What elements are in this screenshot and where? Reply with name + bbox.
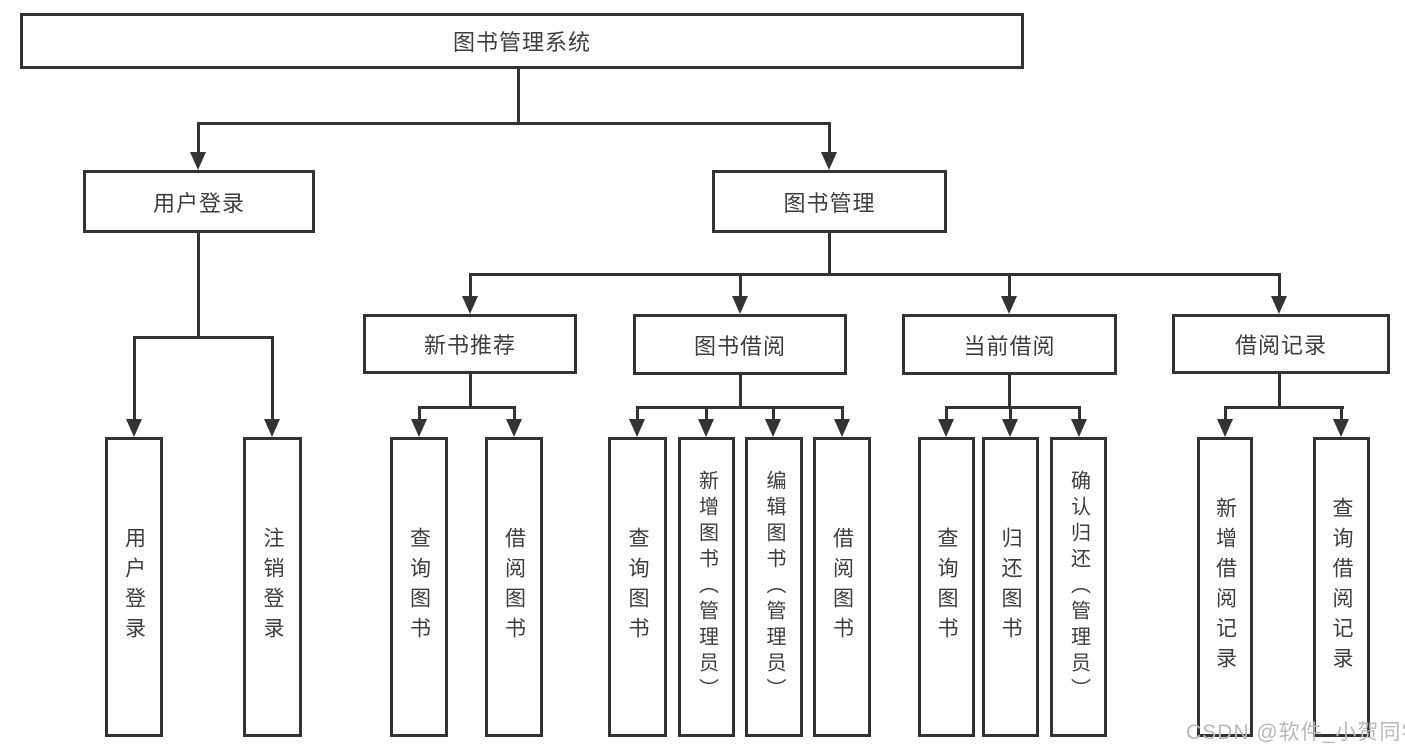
leaf-bb-query-books: 查询图书: [608, 437, 667, 737]
node-borrow-record: 借阅记录: [1172, 314, 1390, 374]
connector-stem: [197, 122, 200, 155]
arrowhead-down: [765, 419, 781, 437]
connector-stem: [705, 406, 708, 421]
leaf-cb-query-books: 查询图书: [918, 437, 975, 737]
leaf-nbr-query-books-label: 查询图书: [407, 527, 431, 647]
connector-book-mgmt-trunk: [828, 233, 831, 276]
leaf-bb-query-books-label: 查询图书: [626, 527, 650, 647]
leaf-cb-return-books: 归还图书: [982, 437, 1039, 737]
leaf-bb-edit-books-admin-label: 编辑图书（管理员）: [763, 470, 785, 704]
arrowhead-down: [264, 419, 280, 437]
arrowhead-down: [1333, 419, 1349, 437]
connector-stem: [133, 336, 136, 421]
connector-bb-bar: [636, 406, 844, 409]
arrowhead-down: [1217, 419, 1233, 437]
connector-stem: [636, 406, 639, 421]
node-book-borrow-label: 图书借阅: [693, 333, 786, 359]
arrowhead-down: [938, 419, 954, 437]
leaf-br-query-record-label: 查询借阅记录: [1330, 497, 1354, 677]
connector-user-login-trunk: [197, 233, 200, 339]
node-user-login: 用户登录: [83, 170, 315, 233]
leaf-br-add-record: 新增借阅记录: [1197, 437, 1253, 737]
node-current-borrow-label: 当前借阅: [963, 333, 1056, 359]
leaf-bb-borrow-books-label: 借阅图书: [830, 527, 854, 647]
node-book-borrow: 图书借阅: [633, 314, 847, 375]
connector-level2-bar: [197, 122, 831, 125]
connector-stem: [945, 406, 948, 421]
connector-stem: [772, 406, 775, 421]
leaf-bb-edit-books-admin: 编辑图书（管理员）: [745, 437, 803, 737]
connector-stem: [1078, 406, 1081, 421]
connector-nbr-bar: [418, 406, 516, 409]
arrowhead-down: [1071, 419, 1087, 437]
arrowhead-down: [411, 419, 427, 437]
leaf-bb-add-books-admin-label: 新增图书（管理员）: [695, 470, 718, 704]
node-borrow-record-label: 借阅记录: [1234, 333, 1327, 358]
leaf-cb-return-books-label: 归还图书: [999, 527, 1023, 647]
connector-br-bar: [1224, 406, 1344, 409]
leaf-nbr-query-books: 查询图书: [390, 437, 448, 737]
arrowhead-down: [629, 419, 645, 437]
connector-stem: [469, 273, 472, 299]
connector-nbr-trunk: [469, 374, 472, 407]
node-new-book-recommend: 新书推荐: [363, 314, 577, 374]
connector-stem: [739, 273, 742, 299]
leaf-logout-login-label: 注销登录: [261, 527, 285, 647]
connector-stem: [418, 406, 421, 421]
arrowhead-down: [834, 419, 850, 437]
connector-stem: [513, 406, 516, 421]
connector-stem: [1224, 406, 1227, 421]
arrowhead-down: [190, 152, 206, 170]
connector-stem: [841, 406, 844, 421]
node-book-management: 图书管理: [712, 170, 947, 233]
leaf-br-query-record: 查询借阅记录: [1313, 437, 1370, 737]
connector-level3-bar: [469, 273, 1281, 276]
node-root-label: 图书管理系统: [452, 30, 591, 55]
leaf-cb-confirm-return-admin-label: 确认归还（管理员）: [1067, 470, 1090, 704]
leaf-bb-borrow-books: 借阅图书: [813, 437, 871, 737]
connector-bb-trunk: [739, 375, 742, 408]
arrowhead-down: [126, 419, 142, 437]
arrowhead-down: [732, 296, 748, 314]
connector-stem: [1340, 406, 1343, 421]
leaf-logout-login: 注销登录: [243, 437, 302, 737]
connector-root-trunk: [517, 69, 520, 123]
node-book-management-label: 图书管理: [783, 190, 876, 216]
node-root: 图书管理系统: [20, 13, 1024, 69]
leaf-user-login: 用户登录: [105, 437, 163, 737]
arrowhead-down: [1001, 296, 1017, 314]
arrowhead-down: [1271, 296, 1287, 314]
arrowhead-down: [506, 419, 522, 437]
connector-stem: [1009, 406, 1012, 421]
node-user-login-label: 用户登录: [152, 190, 245, 216]
node-new-book-recommend-label: 新书推荐: [423, 333, 516, 358]
leaf-nbr-borrow-books-label: 借阅图书: [502, 527, 526, 647]
connector-br-trunk: [1278, 374, 1281, 407]
connector-stem: [1278, 273, 1281, 299]
leaf-cb-query-books-label: 查询图书: [935, 527, 959, 647]
arrowhead-down: [1002, 419, 1018, 437]
leaf-cb-confirm-return-admin: 确认归还（管理员）: [1050, 437, 1107, 737]
connector-stem: [271, 336, 274, 421]
node-current-borrow: 当前借阅: [902, 314, 1117, 375]
arrowhead-down: [821, 152, 837, 170]
leaf-user-login-label: 用户登录: [122, 527, 146, 647]
connector-stem: [1008, 273, 1011, 299]
leaf-bb-add-books-admin: 新增图书（管理员）: [678, 437, 735, 737]
arrowhead-down: [698, 419, 714, 437]
leaf-nbr-borrow-books: 借阅图书: [485, 437, 543, 737]
arrowhead-down: [462, 296, 478, 314]
csdn-watermark: CSDN @软件_小贺同学: [1186, 721, 1405, 744]
connector-cb-trunk: [1008, 375, 1011, 408]
connector-cb-bar: [945, 406, 1081, 409]
connector-user-login-bar: [133, 336, 274, 339]
leaf-br-add-record-label: 新增借阅记录: [1213, 497, 1237, 677]
connector-stem: [828, 122, 831, 155]
